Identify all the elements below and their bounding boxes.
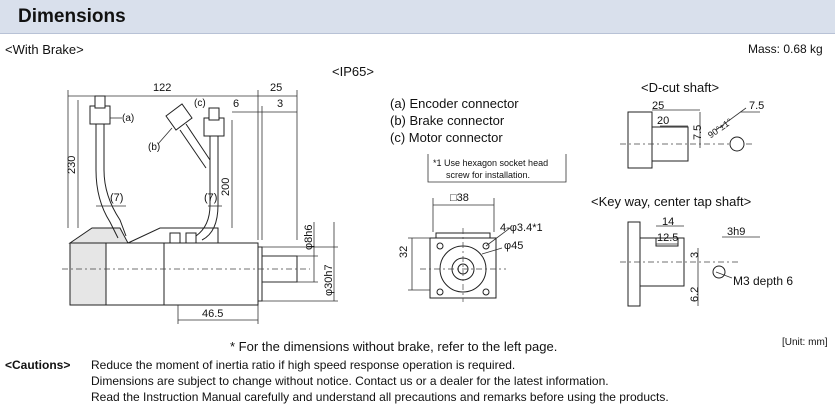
install-note-line2: screw for installation. <box>446 170 531 180</box>
section-title: Dimensions <box>18 6 126 27</box>
ip65-label: <IP65> <box>332 64 374 79</box>
connector-c-callout: (c) <box>194 98 206 109</box>
footnote: * For the dimensions without brake, refe… <box>230 339 558 354</box>
connector-b-callout: (b) <box>148 142 161 153</box>
keyway-shaft-label: <Key way, center tap shaft> <box>591 194 752 209</box>
dim-122: 122 <box>153 82 172 94</box>
with-brake-label: <With Brake> <box>5 42 84 57</box>
motor-front-view <box>408 198 511 302</box>
dim-7-a: (7) <box>110 192 124 204</box>
dim-key-3h9: 3h9 <box>727 226 746 238</box>
connector-a-callout: (a) <box>122 113 135 124</box>
dim-dcut-7-5-b: 7.5 <box>692 124 704 140</box>
dim-square-38: □38 <box>450 192 469 204</box>
dim-key-12-5: 12.5 <box>657 232 679 244</box>
dim-key-6-2: 6.2 <box>689 286 701 302</box>
install-note-frame <box>427 154 567 183</box>
dim-key-14: 14 <box>662 216 675 228</box>
dim-25: 25 <box>270 82 283 94</box>
dcut-shaft-view <box>620 107 760 169</box>
dim-phi-8h6: φ8h6 <box>303 224 315 251</box>
dim-dcut-20: 20 <box>657 115 670 127</box>
caution-line-2: Dimensions are subject to change without… <box>91 374 609 388</box>
dim-phi-30h7: φ30h7 <box>323 264 335 296</box>
dim-key-m3-depth: M3 depth 6 <box>733 274 794 288</box>
dim-phi-45: φ45 <box>504 240 524 252</box>
dim-dcut-7-5-a: 7.5 <box>749 100 765 112</box>
unit-label: [Unit: mm] <box>782 337 828 348</box>
dim-6: 6 <box>233 98 240 110</box>
connector-legend-b: (b) Brake connector <box>390 113 505 128</box>
dim-key-3: 3 <box>689 251 701 258</box>
cautions-label: <Cautions> <box>5 358 71 372</box>
dim-32: 32 <box>398 245 410 258</box>
dim-dcut-25: 25 <box>652 100 665 112</box>
dim-7-b: (7) <box>204 192 218 204</box>
dim-mount-holes: 4-φ3.4*1 <box>500 222 543 234</box>
dim-3: 3 <box>277 98 284 110</box>
dim-230: 230 <box>66 155 78 174</box>
caution-line-3: Read the Instruction Manual carefully an… <box>91 390 669 404</box>
dcut-shaft-label: <D-cut shaft> <box>641 80 720 95</box>
keyway-shaft-view <box>620 221 760 307</box>
connector-legend-a: (a) Encoder connector <box>390 96 519 111</box>
mass-label: Mass: 0.68 kg <box>748 42 823 56</box>
dim-46-5: 46.5 <box>202 308 224 320</box>
motor-side-view <box>62 90 338 324</box>
caution-line-1: Reduce the moment of inertia ratio if hi… <box>91 358 516 372</box>
install-note-line1: *1 Use hexagon socket head <box>433 158 549 168</box>
dim-200: 200 <box>220 177 232 196</box>
section-header: Dimensions <box>0 0 835 34</box>
connector-legend-c: (c) Motor connector <box>390 130 503 145</box>
